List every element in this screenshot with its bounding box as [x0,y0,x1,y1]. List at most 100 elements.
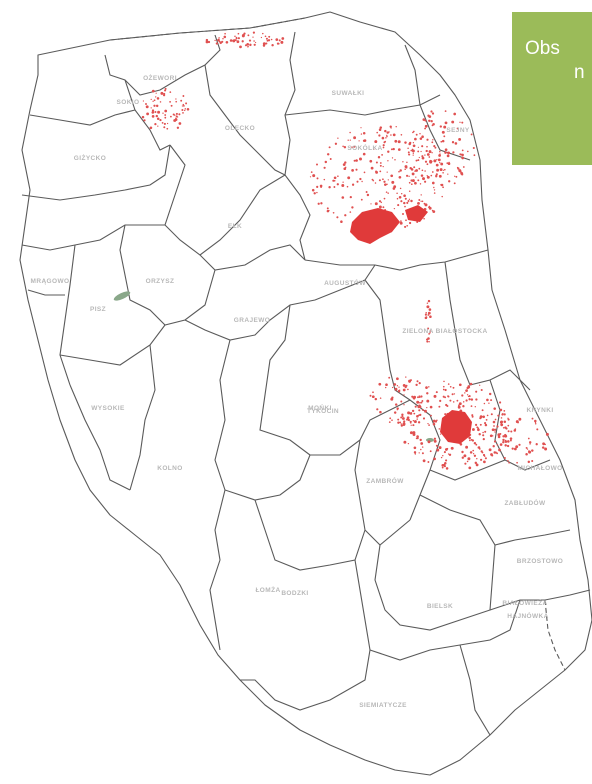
settlement-dot [433,439,437,443]
settlement-dot [475,443,478,446]
settlement-dot [504,433,507,436]
settlement-dot [337,175,339,177]
settlement-dot [374,182,377,184]
settlement-dot [459,153,462,156]
settlement-dot [397,418,400,421]
lake-shape [113,291,131,301]
settlement-dot [145,105,149,109]
district-label: SOKÓLKA [347,143,382,152]
settlement-dot [252,31,255,34]
settlement-dot [425,386,428,389]
settlement-dot [441,130,445,134]
settlement-dot [406,416,410,420]
settlement-dot [422,459,426,463]
settlement-dot [428,424,430,426]
settlement-dot [436,158,438,161]
settlement-dot [313,192,316,195]
settlement-dot [428,206,432,210]
settlement-dot [142,100,145,102]
settlement-dot [468,398,471,401]
settlement-dot [391,396,394,399]
settlement-dot [159,101,162,103]
settlement-dot [157,125,159,127]
settlement-dot [186,108,190,111]
settlement-dot [174,114,176,116]
settlement-dot [534,421,537,424]
settlement-dot [237,37,240,40]
settlement-dot [443,168,446,171]
settlement-dot [454,175,456,177]
settlement-dot [443,465,446,468]
settlement-dot [461,394,464,397]
settlement-dot [235,37,238,40]
settlement-dot [444,413,447,416]
settlement-dot [160,91,164,95]
settlement-dot [340,220,343,223]
boundary-line [59,244,76,386]
settlement-dot [262,42,266,46]
settlement-dot [362,152,366,156]
settlement-dot [410,149,413,152]
settlement-dot [370,166,374,170]
settlement-dot [176,116,179,118]
settlement-dot [470,398,473,401]
settlement-dot [518,417,522,421]
settlement-dot [461,450,464,454]
settlement-dot [161,122,164,124]
settlement-dot [507,424,510,427]
settlement-dot [317,202,320,205]
settlement-dot [378,134,381,137]
settlement-dot [184,108,187,110]
settlement-dot [457,405,461,409]
settlement-dot [416,418,418,420]
settlement-dot [427,422,429,425]
settlement-dot [403,420,406,423]
settlement-dot [447,395,449,397]
settlement-dot [442,169,445,171]
settlement-dot [493,425,495,427]
settlement-dot [392,147,395,151]
settlement-dot [316,177,319,180]
settlement-dot [422,417,426,420]
settlement-dot [421,200,424,203]
settlement-dot [349,195,352,199]
settlement-dot [329,158,332,160]
settlement-dot [181,108,184,112]
settlement-dot [150,98,152,101]
settlement-dot [472,146,475,150]
settlement-dot [353,136,357,140]
district-label: GIŻYCKO [74,154,106,162]
settlement-dot [349,211,352,213]
settlement-dot [351,183,355,186]
settlement-dot [427,114,430,117]
settlement-dot [476,457,478,460]
settlement-dot [536,428,539,431]
settlement-dot [472,453,475,455]
settlement-dot [482,434,485,437]
settlement-dot [482,431,484,434]
district-label: SUWAŁKI [332,90,365,97]
settlement-dot [409,420,412,423]
settlement-dot [336,183,339,186]
settlement-dot [448,453,452,457]
settlement-dot [422,177,425,181]
boundary-line [124,79,171,151]
settlement-dot [403,394,405,396]
settlement-dot [425,312,427,314]
settlement-dot [518,443,521,446]
settlement-dot [475,423,478,426]
settlement-dot [418,382,421,385]
settlement-dot [482,437,485,441]
district-label: SOKIO [117,99,140,106]
settlement-dot [347,139,349,141]
settlement-dot [407,418,410,422]
settlement-dot [412,144,415,147]
settlement-dot [502,435,505,438]
settlement-dot [151,115,155,118]
settlement-dot [328,146,331,149]
settlement-dot [441,195,443,198]
settlement-dot [408,380,411,383]
settlement-dot [420,174,424,177]
settlement-dot [410,424,412,426]
settlement-dot [385,191,388,193]
